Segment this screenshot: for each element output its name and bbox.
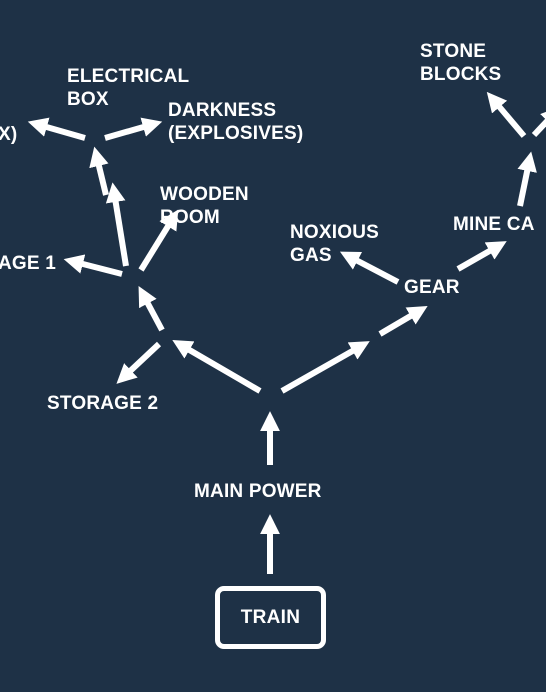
node-storage-1: AGE 1 [0, 253, 57, 274]
arrow-to-right-offscreen [531, 106, 546, 138]
node-gear: GEAR [404, 277, 460, 298]
arrow-to-darkness [104, 117, 163, 141]
arrow-to-storage-1 [63, 254, 123, 277]
node-darkness-explosives: DARKNESS (EXPLOSIVES) [168, 100, 304, 144]
arrow-to-upper-junction [105, 182, 129, 267]
node-stone-blocks: STONE BLOCKS [420, 41, 502, 85]
arrow-to-noxious-gas [339, 251, 400, 285]
arrow-to-stone-blocks [486, 91, 527, 138]
node-main-power: MAIN POWER [194, 481, 322, 502]
node-train-label: TRAIN [240, 606, 301, 628]
arrow-left-branch-up [138, 286, 165, 332]
node-electrical-box: ELECTRICAL BOX [67, 66, 190, 110]
node-mine-cart: MINE CA [453, 214, 535, 235]
arrow-to-right-junction [378, 305, 428, 337]
arrow-to-partial-left [27, 117, 86, 141]
arrow-to-wooden-room [138, 209, 179, 272]
node-noxious-gas: NOXIOUS GAS [290, 222, 380, 266]
node-train-box: TRAIN [215, 586, 326, 649]
arrow-junction-to-left-branch [172, 340, 262, 394]
arrow-to-storage-2 [116, 341, 162, 384]
arrow-junction-to-right-branch [280, 341, 370, 394]
node-partial-left: X) [0, 124, 18, 145]
arrow-upper-junction-up [89, 146, 109, 196]
node-storage-2: STORAGE 2 [47, 393, 159, 414]
arrow-to-mine-cart [456, 241, 507, 272]
arrow-mine-cart-up [517, 151, 537, 207]
node-wooden-room: WOODEN ROOM [160, 184, 249, 228]
